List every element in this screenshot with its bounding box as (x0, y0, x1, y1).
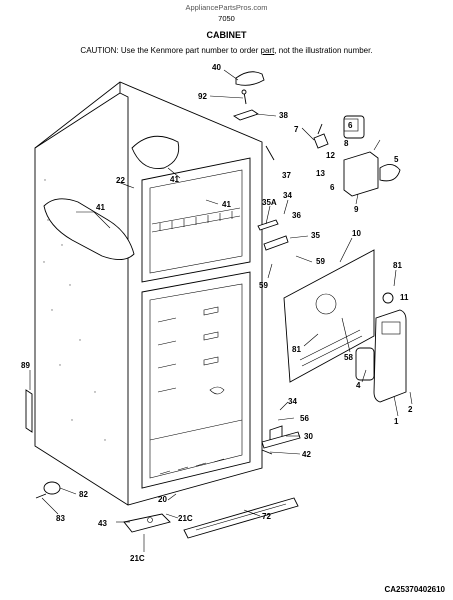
part-38-bracket (232, 109, 260, 121)
part-72-toe-grille (183, 497, 299, 539)
callout-83: 83 (56, 514, 65, 523)
callout-42: 42 (302, 450, 311, 459)
callout-59-left: 59 (259, 281, 268, 290)
part-11-plug (382, 292, 394, 304)
callout-11: 11 (400, 293, 409, 302)
part-42-screw (261, 449, 273, 455)
model-code: 7050 (218, 14, 235, 23)
callout-82: 82 (79, 490, 88, 499)
callout-34-top: 34 (283, 191, 292, 200)
callout-6-top: 6 (348, 121, 353, 130)
callout-92: 92 (198, 92, 207, 101)
callout-35: 35 (311, 231, 320, 240)
callout-56: 56 (300, 414, 309, 423)
page-title: CABINET (206, 30, 247, 40)
callout-43: 43 (98, 519, 107, 528)
callout-37: 37 (282, 171, 291, 180)
part-37-pin (265, 145, 275, 161)
callout-7: 7 (294, 125, 299, 134)
callout-72: 72 (262, 512, 271, 521)
callout-36: 36 (292, 211, 301, 220)
callout-41-freezer: 41 (222, 200, 231, 209)
part-7-thermostat (313, 123, 329, 149)
callout-35A: 35A (262, 198, 277, 207)
callout-59-right: 59 (316, 257, 325, 266)
callout-10: 10 (352, 229, 361, 238)
part-1-air-duct (373, 309, 407, 403)
callout-6-lower: 6 (330, 183, 335, 192)
callout-30: 30 (304, 432, 313, 441)
part-89-side-panel (25, 389, 33, 433)
part-92-screw (241, 89, 247, 105)
part-30-lower-hinge (261, 425, 301, 449)
callout-34-bottom: 34 (288, 397, 297, 406)
caution-part-link[interactable]: part (260, 46, 275, 55)
part-35-hinge (257, 219, 289, 251)
callout-1: 1 (394, 417, 399, 426)
callout-58: 58 (344, 353, 353, 362)
callout-41-top: 41 (170, 175, 179, 184)
callout-2: 2 (408, 405, 413, 414)
part-41-side-insulation (43, 198, 135, 260)
part-43-roller-bracket (123, 513, 171, 533)
callout-5: 5 (394, 155, 399, 164)
caution-text-end: , not the illustration number. (274, 46, 373, 55)
callout-labels: 40 92 38 7 6 8 12 13 6 5 9 37 41 22 41 4… (21, 63, 413, 563)
callout-81-right: 81 (393, 261, 402, 270)
callout-8: 8 (344, 139, 349, 148)
callout-4: 4 (356, 381, 361, 390)
callout-38: 38 (279, 111, 288, 120)
caution-note: CAUTION: Use the Kenmore part number to … (0, 46, 453, 55)
callout-6-box (343, 118, 359, 132)
cabinet-body (34, 81, 263, 506)
caution-text-start: CAUTION: Use the Kenmore part number to … (80, 46, 261, 55)
callout-21C-right: 21C (178, 514, 193, 523)
callout-22: 22 (116, 176, 125, 185)
site-watermark: AppliancePartsPros.com (185, 3, 268, 12)
document-number: CA25370402610 (384, 585, 446, 594)
callout-41-side: 41 (96, 203, 105, 212)
callout-12: 12 (326, 151, 335, 160)
part-82-leveling-leg (43, 481, 61, 495)
part-41-top-hinge-cover (131, 135, 180, 170)
callout-13: 13 (316, 169, 325, 178)
part-10-evaporator-cover (283, 249, 375, 383)
callout-20: 20 (158, 495, 167, 504)
part-9-fan-motor-assembly (343, 115, 401, 197)
leader-lines (29, 69, 413, 552)
part-4-damper (355, 347, 375, 381)
callout-89: 89 (21, 361, 30, 370)
part-40-cover (235, 71, 265, 86)
callout-40: 40 (212, 63, 221, 72)
part-83-screw (35, 493, 47, 499)
callout-9: 9 (354, 205, 359, 214)
callout-81-left: 81 (292, 345, 301, 354)
callout-21C-bottom: 21C (130, 554, 145, 563)
